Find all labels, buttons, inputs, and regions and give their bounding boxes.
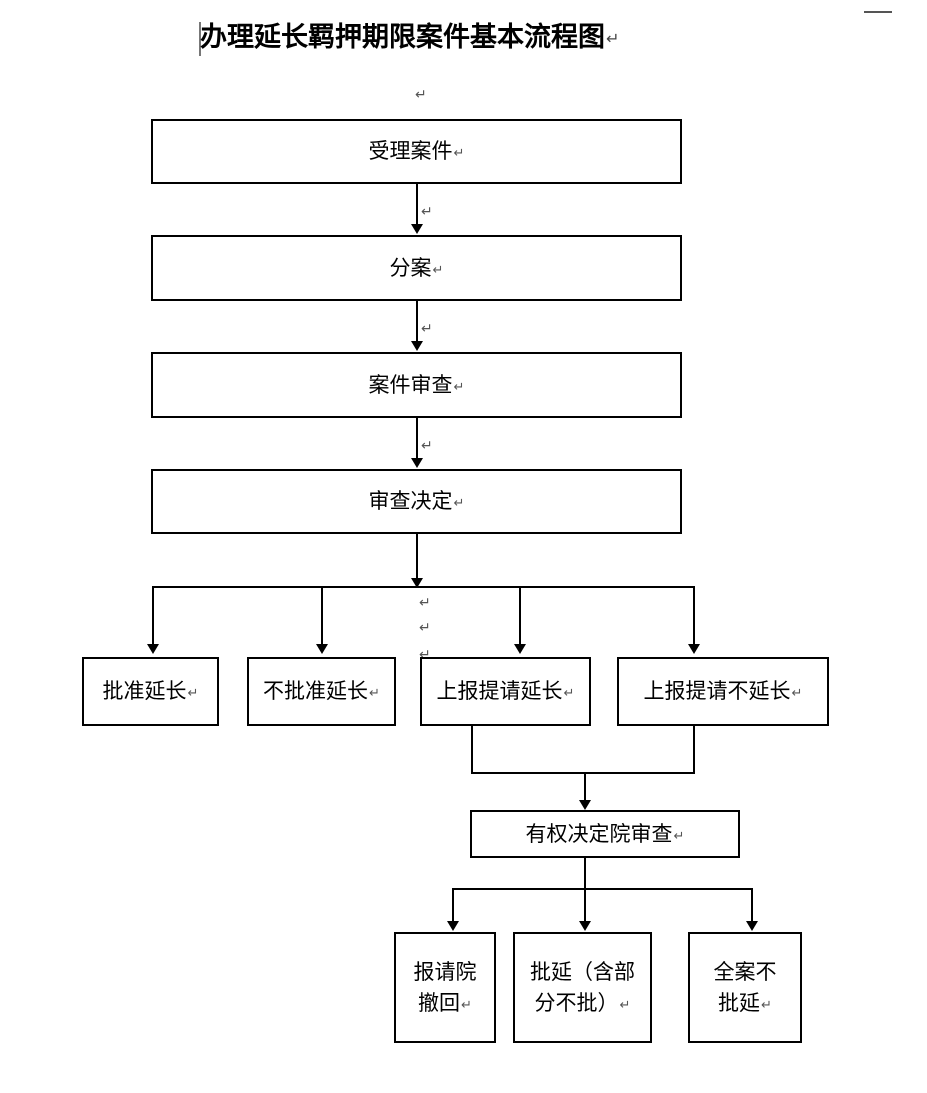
node-assign-case-label: 分案↵ xyxy=(389,255,444,280)
node-authorized-court-review[interactable]: 有权决定院审查↵ xyxy=(470,810,740,858)
pilcrow-icon: ↵ xyxy=(563,686,575,702)
merge-bar-escalation xyxy=(471,772,695,774)
top-right-rule xyxy=(864,11,892,13)
node-report-request-no-extension[interactable]: 上报提请不延长↵ xyxy=(617,657,829,726)
node-approve-extension-partial-line1: 批延（含部 xyxy=(530,960,635,985)
pilcrow-icon: ↵ xyxy=(619,997,631,1013)
node-approve-extension-partial-label: 批延（含部 分不批）↵ xyxy=(530,957,635,1018)
node-full-case-rejected[interactable]: 全案不 批延↵ xyxy=(688,932,802,1043)
branch-fan-bar xyxy=(152,586,695,588)
page-title-text: 办理延长羁押期限案件基本流程图 xyxy=(200,22,605,52)
pilcrow-icon: ↵ xyxy=(791,686,803,702)
edge-fan-to-approve xyxy=(152,586,154,646)
node-authorized-court-review-label: 有权决定院审查↵ xyxy=(525,821,685,846)
node-accept-case-label: 受理案件↵ xyxy=(368,139,465,164)
pilcrow-icon-under-title: ↵ xyxy=(415,87,427,103)
node-full-case-rejected-line1: 全案不 xyxy=(713,960,777,985)
pilcrow-icon-edge-3: ↵ xyxy=(421,438,433,454)
edge-fan-to-report-extend xyxy=(519,586,521,646)
node-request-court-withdraw-label: 报请院 撤回↵ xyxy=(414,957,477,1018)
page-title-pilcrow-icon: ↵ xyxy=(606,29,620,48)
edge-fan-to-withdraw xyxy=(452,888,454,923)
node-request-court-withdraw-line2: 撤回 xyxy=(418,990,461,1015)
edge-fan-to-disapprove-arrowhead xyxy=(316,644,328,654)
edge-fan-to-partial-approve xyxy=(584,888,586,923)
edge-escalation-to-outcome-fan xyxy=(584,858,586,890)
pilcrow-icon-edge-2: ↵ xyxy=(421,321,433,337)
edge-fan-to-full-reject-arrowhead xyxy=(746,921,758,931)
edge-fan-to-full-reject xyxy=(751,888,753,923)
outcome-fan-bar xyxy=(452,888,753,890)
pilcrow-icon: ↵ xyxy=(432,262,444,278)
edge-report-no-extend-down xyxy=(693,726,695,773)
pilcrow-icon-fan-2: ↵ xyxy=(419,620,431,636)
pilcrow-icon-fan-3: ↵ xyxy=(419,647,431,663)
edge-fan-to-report-no-extend xyxy=(693,586,695,646)
edge-accept-to-assign-arrowhead xyxy=(411,224,423,234)
edge-report-extend-down xyxy=(471,726,473,773)
pilcrow-icon: ↵ xyxy=(461,997,472,1013)
node-full-case-rejected-label: 全案不 批延↵ xyxy=(714,957,777,1018)
pilcrow-icon: ↵ xyxy=(453,496,465,512)
edge-fan-to-report-extend-arrowhead xyxy=(514,644,526,654)
edge-review-to-decision-arrowhead xyxy=(411,458,423,468)
pilcrow-icon: ↵ xyxy=(369,686,380,702)
node-assign-case[interactable]: 分案↵ xyxy=(151,235,682,301)
page-title: 办理延长羁押期限案件基本流程图↵ xyxy=(200,24,619,51)
edge-fan-to-disapprove xyxy=(321,586,323,646)
edge-review-to-decision xyxy=(416,418,418,460)
edge-decision-to-fan xyxy=(416,534,418,586)
node-report-request-extension[interactable]: 上报提请延长↵ xyxy=(420,657,591,726)
edge-assign-to-review-arrowhead xyxy=(411,341,423,351)
node-approve-extension-partial-line2: 分不批） xyxy=(534,990,619,1015)
pilcrow-icon-edge-1: ↵ xyxy=(421,204,433,220)
edge-accept-to-assign xyxy=(416,184,418,226)
pilcrow-icon-fan-1: ↵ xyxy=(419,595,431,611)
node-approve-extension-partial[interactable]: 批延（含部 分不批）↵ xyxy=(513,932,652,1043)
node-request-court-withdraw-line1: 报请院 xyxy=(413,960,477,985)
edge-decision-to-fan-arrowhead xyxy=(411,578,423,588)
title-text-caret xyxy=(199,22,201,56)
edge-fan-to-approve-arrowhead xyxy=(147,644,159,654)
node-report-request-no-extension-label: 上报提请不延长↵ xyxy=(643,679,803,704)
edge-merge-to-escalation xyxy=(584,772,586,804)
node-case-review[interactable]: 案件审查↵ xyxy=(151,352,682,418)
edge-fan-to-withdraw-arrowhead xyxy=(447,921,459,931)
edge-fan-to-partial-approve-arrowhead xyxy=(579,921,591,931)
node-disapprove-extension-label: 不批准延长↵ xyxy=(263,679,380,704)
node-review-decision-label: 审查决定↵ xyxy=(368,489,465,514)
edge-assign-to-review xyxy=(416,301,418,343)
pilcrow-icon: ↵ xyxy=(453,379,465,395)
node-disapprove-extension[interactable]: 不批准延长↵ xyxy=(247,657,396,726)
edge-fan-to-report-no-extend-arrowhead xyxy=(688,644,700,654)
node-request-court-withdraw[interactable]: 报请院 撤回↵ xyxy=(394,932,496,1043)
node-approve-extension-label: 批准延长↵ xyxy=(102,679,199,704)
node-case-review-label: 案件审查↵ xyxy=(368,372,465,397)
node-review-decision[interactable]: 审查决定↵ xyxy=(151,469,682,534)
node-approve-extension[interactable]: 批准延长↵ xyxy=(82,657,219,726)
pilcrow-icon: ↵ xyxy=(761,997,772,1013)
edge-merge-to-escalation-arrowhead xyxy=(579,800,591,810)
node-report-request-extension-label: 上报提请延长↵ xyxy=(436,679,575,704)
pilcrow-icon: ↵ xyxy=(187,686,199,702)
node-accept-case[interactable]: 受理案件↵ xyxy=(151,119,682,184)
pilcrow-icon: ↵ xyxy=(453,146,465,162)
node-full-case-rejected-line2: 批延 xyxy=(718,990,761,1015)
pilcrow-icon: ↵ xyxy=(673,828,685,844)
